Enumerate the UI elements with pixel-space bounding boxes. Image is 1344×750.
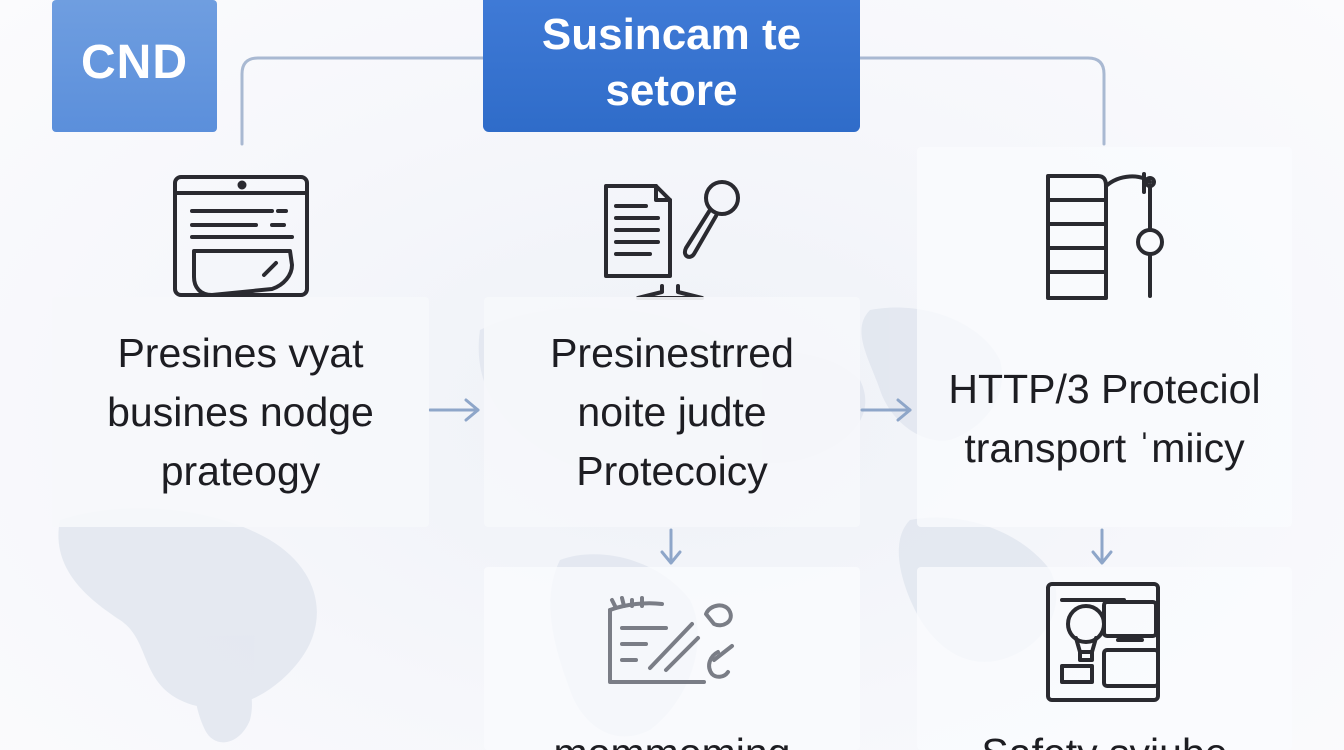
card-left-text: Presines vyat busines nodge prateogy <box>107 329 374 494</box>
card-middle-text: Presinestrred noite judte Protecoicy <box>550 329 794 494</box>
middle-bottom-panel <box>484 567 860 750</box>
middle-bottom-label: mommoming <box>484 728 860 750</box>
card-middle: Presinestrred noite judte Protecoicy <box>484 297 860 527</box>
diagram-title: Susincam te setore <box>541 10 802 115</box>
right-bottom-label: Safety syiube <box>917 728 1292 750</box>
card-left: Presines vyat busines nodge prateogy <box>52 297 429 527</box>
editing-document-icon <box>608 596 734 684</box>
cnd-badge: CND <box>52 0 217 132</box>
badge-label: CND <box>81 35 188 89</box>
server-rack-icon <box>1046 172 1164 300</box>
browser-window-icon <box>173 175 309 297</box>
diagram-title-box: Susincam te setore <box>483 0 860 132</box>
devices-balloon-icon <box>1046 582 1160 702</box>
document-microphone-icon <box>604 180 740 300</box>
card-right-text: HTTP/3 Proteciol transport ˈmiicy <box>948 365 1261 471</box>
card-right: HTTP/3 Proteciol transport ˈmiicy <box>917 310 1292 527</box>
